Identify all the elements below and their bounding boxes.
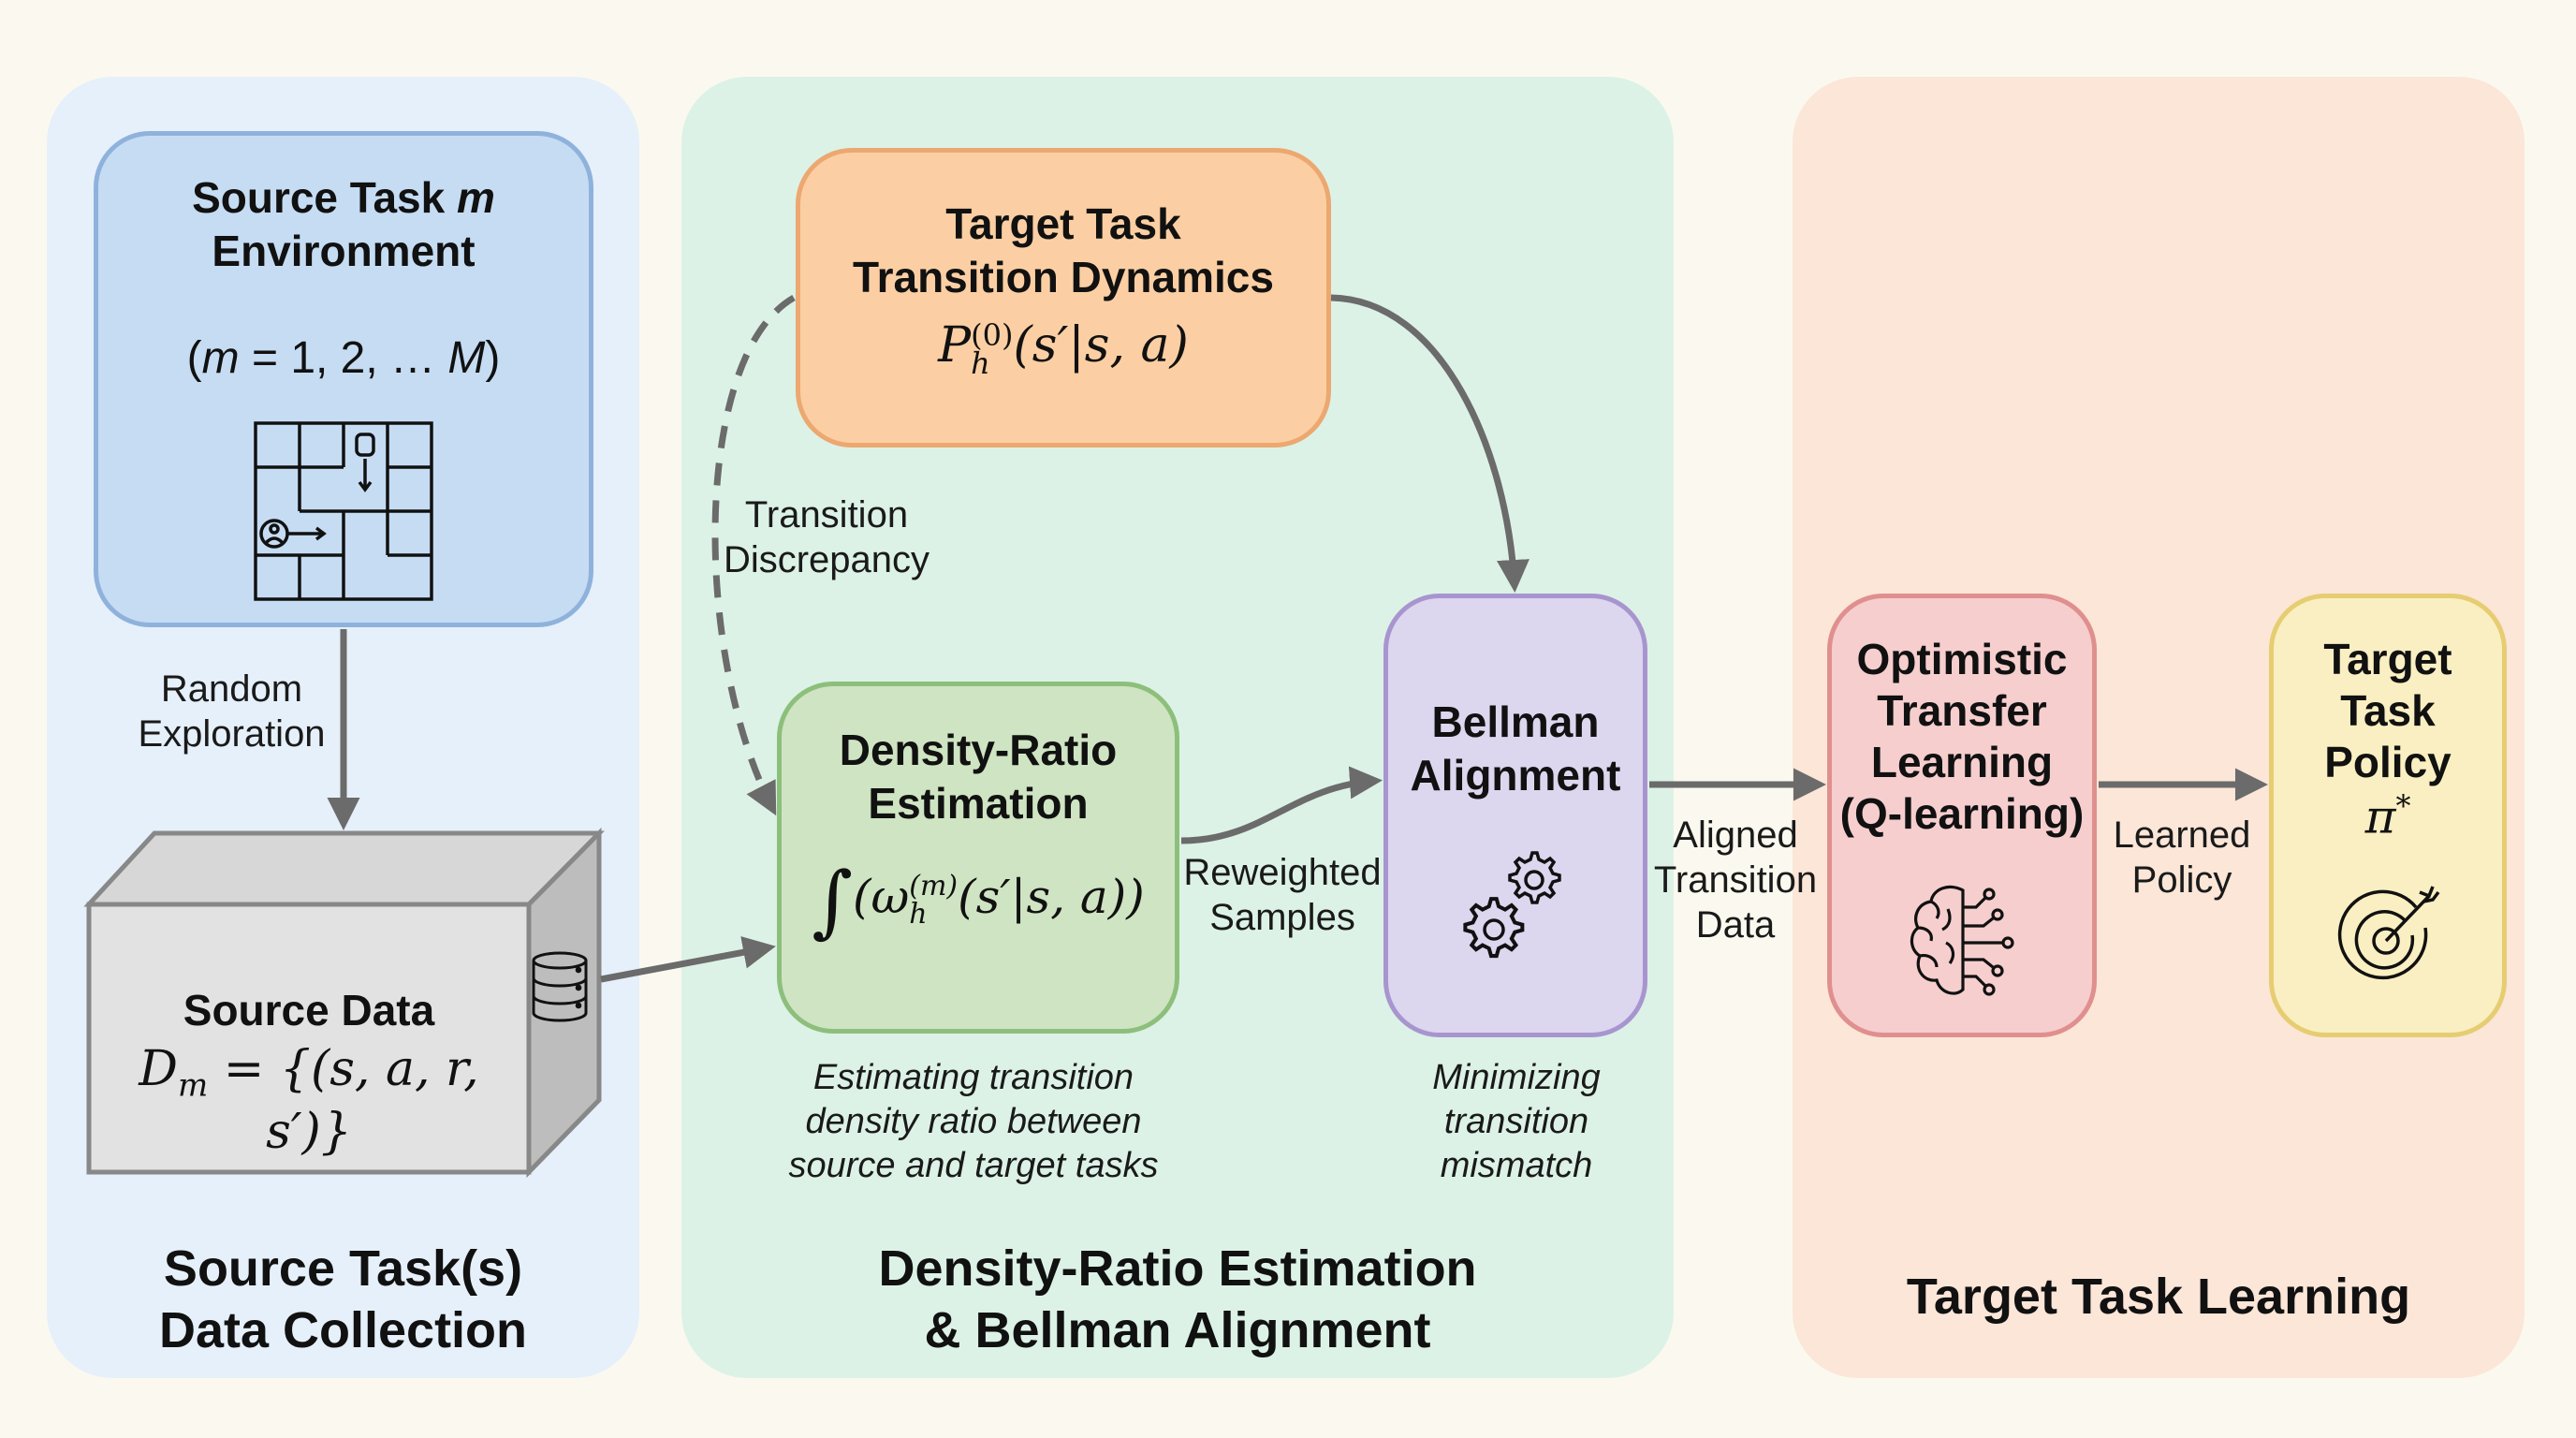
label-reweighted-samples: Reweighted Samples — [1183, 852, 1382, 938]
formula-star: * — [2395, 788, 2411, 824]
formula-sub-m: m — [177, 1066, 209, 1105]
target-dyn-formula: P(0)h (s′|s, a) — [800, 316, 1326, 381]
range-end-var: M — [447, 333, 486, 383]
label-aligned-transition-data: Aligned Transition Data — [1653, 814, 1818, 946]
arrow-source-data-to-dre — [600, 936, 776, 983]
source-env-title-line2: Environment — [212, 227, 476, 275]
density-ratio-estimation-box: Density-Ratio Estimation ∫(ω(m)h (s′|s, a… — [777, 682, 1179, 1034]
arrow-dre-to-bellman — [1180, 766, 1383, 844]
range-var: m — [201, 333, 240, 383]
gridworld-maze-icon — [254, 421, 433, 601]
cube-front-face — [86, 902, 532, 1175]
formula-sup-0: (0) — [971, 316, 1014, 353]
target-dyn-title: Target Task Transition Dynamics — [853, 199, 1274, 301]
bellman-caption: Minimizing transition mismatch — [1432, 1058, 1601, 1185]
formula-sub-h: h — [909, 898, 928, 931]
optimistic-transfer-learning-box: Optimistic Transfer Learning (Q-learning… — [1827, 594, 2097, 1037]
dre-caption: Estimating transition density ratio betw… — [788, 1058, 1159, 1185]
bellman-title: Bellman Alignment — [1410, 697, 1621, 800]
source-data-formula: Dm = {(s, a, r, s′)} — [89, 1041, 529, 1160]
formula-pi: π — [2364, 789, 2396, 844]
label-random-exploration: Random Exploration — [138, 668, 326, 755]
formula-p: P — [938, 317, 972, 374]
target-transition-dynamics-box: Target Task Transition Dynamics P(0)h (s′… — [796, 148, 1331, 448]
source-env-title-var: m — [457, 173, 495, 222]
target-arrow-icon — [2337, 886, 2440, 980]
dre-formula: ∫(ω(m)h (s′|s, a)) — [782, 855, 1175, 946]
panel-title-middle: Density-Ratio Estimation & Bellman Align… — [878, 1240, 1477, 1358]
bellman-alignment-box: Bellman Alignment — [1383, 594, 1647, 1037]
range-close: ) — [485, 333, 501, 383]
formula-sup-m: (m) — [909, 870, 959, 902]
source-env-title-text: Source Task — [192, 173, 458, 222]
policy-formula: π* — [2274, 788, 2502, 844]
source-data-title: Source Data — [183, 986, 435, 1034]
formula-conditional: (s′|s, a)) — [958, 870, 1145, 924]
formula-tuple: = {(s, a, r, s′)} — [208, 1041, 479, 1161]
label-learned-policy: Learned Policy — [2113, 814, 2251, 901]
policy-title: Target Task Policy — [2323, 635, 2452, 786]
database-icon — [532, 951, 588, 1022]
label-transition-discrepancy: Transition Discrepancy — [723, 494, 930, 580]
gears-icon — [1463, 851, 1561, 959]
target-task-policy-box: Target Task Policy π* — [2269, 594, 2507, 1037]
range-mid: = 1, 2, … — [239, 333, 448, 383]
formula-d: D — [139, 1041, 178, 1097]
brain-circuit-icon — [1910, 885, 2014, 996]
panel-title-target: Target Task Learning — [1906, 1269, 2411, 1325]
formula-omega: (ω — [852, 870, 910, 924]
source-env-range: (m = 1, 2, … M) — [98, 332, 589, 384]
range-open: ( — [186, 333, 202, 383]
otl-title: Optimistic Transfer Learning (Q-learning… — [1839, 635, 2085, 838]
arrow-transition-discrepancy — [711, 294, 796, 816]
formula-conditional: (s′|s, a) — [1013, 317, 1189, 374]
dre-title: Density-Ratio Estimation — [839, 726, 1118, 828]
formula-sub-h: h — [971, 345, 990, 381]
panel-title-source: Source Task(s) Data Collection — [158, 1240, 528, 1358]
arrow-target-to-bellman — [1330, 294, 1530, 593]
integral-symbol: ∫ — [812, 855, 853, 946]
